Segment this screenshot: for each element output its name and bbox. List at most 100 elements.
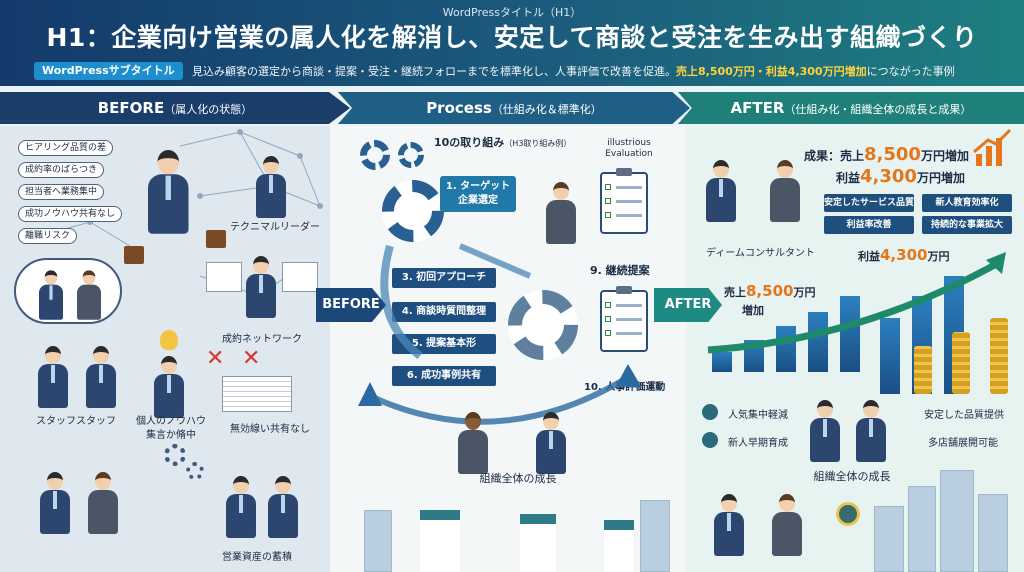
documents-icon: [206, 262, 242, 292]
evaluation-label: illustrious Evaluation: [594, 138, 664, 160]
after-highfive-person-1: [714, 494, 744, 556]
briefcase-icon: [124, 246, 144, 264]
award-medal-icon: [836, 502, 860, 526]
subtitle-highlight: 売上8,500万円・利益4,300万円増加: [676, 65, 867, 78]
issue-pill-5: 離職リスク: [18, 228, 78, 244]
presenter-figure: [546, 182, 576, 244]
wordpress-title-label: WordPressタイトル（H1）: [442, 6, 582, 19]
results-title-2: 利益: [836, 171, 861, 185]
results-unit-2: 万円増加: [916, 171, 965, 185]
page-title: H1：企業向け営業の属人化を解消し、安定して商談と受注を生み出す組織づくり: [46, 23, 978, 52]
process-heading: 10の取り組み（H3取り組み例）: [434, 134, 571, 150]
sales-bar-1: [712, 352, 732, 372]
result-tag-2: 新人教育効率化: [922, 194, 1012, 212]
benefit-3: 安定した品質提供: [924, 410, 1004, 421]
profit-value: 4,300: [880, 246, 928, 264]
after-growth-label: 組織全体の成長: [813, 470, 891, 483]
stressed-salesperson: [148, 150, 189, 234]
documents-icon-2: [282, 262, 318, 292]
after-arrow-badge: AFTER: [654, 288, 722, 322]
phase-banner-after: AFTER（仕組み化・組織全体の成長と成果）: [678, 92, 1024, 124]
gear-icon-before-2: [186, 462, 204, 480]
assets-label: 営業資産の蓄積: [222, 552, 292, 563]
building-6: [640, 500, 670, 572]
highfive-person-2: [88, 472, 118, 534]
phase-before-sub: （属人化の状態）: [164, 103, 253, 116]
shop-icon-2: [520, 514, 556, 572]
coin-stack-3: [990, 318, 1008, 394]
network-person: [246, 256, 276, 318]
results-title-1: 成果：売上: [804, 149, 865, 163]
subtitle-main: 見込み顧客の選定から商談・提案・受注・継続フォローまでを標準化し、人事評価で改善…: [192, 65, 676, 78]
phase-banner-process: Process（仕組み化＆標準化）: [338, 92, 690, 124]
gear-icon-large: [382, 180, 444, 242]
subtitle-text: 見込み顧客の選定から商談・提案・受注・継続フォローまでを標準化し、人事評価で改善…: [192, 63, 955, 79]
profit-label: 利益: [858, 250, 880, 263]
after-growth-person-1: [810, 400, 840, 462]
building-4: [978, 494, 1008, 572]
results-line-2: 利益4,300万円増加: [836, 166, 965, 187]
building-3: [940, 470, 974, 572]
phase-after-label: AFTER: [730, 99, 785, 117]
technical-leader-figure: [256, 156, 286, 218]
network-label: 成約ネットワーク: [222, 334, 302, 345]
process-step-1: 1. ターゲット 企業選定: [440, 176, 516, 212]
issue-pill-1: ヒアリング品質の差: [18, 140, 114, 156]
benefit-4: 多店舗展開可能: [928, 438, 998, 449]
evaluation-label-1: illustrious: [607, 138, 651, 148]
sales-value: 8,500: [746, 282, 794, 300]
profit-callout: 利益4,300万円: [858, 246, 949, 264]
growth-arrow: [707, 252, 1006, 354]
briefcase-icon-2: [206, 230, 226, 248]
process-step-1-text: 1. ターゲット 企業選定: [445, 181, 511, 206]
highfive-person-1: [40, 472, 70, 534]
building-2: [908, 486, 936, 572]
before-arrow-badge: BEFORE: [316, 288, 386, 322]
no-share-label: 無効線い共有なし: [230, 424, 310, 435]
highfive-person-4: [268, 476, 298, 538]
result-tag-3: 利益率改善: [824, 216, 914, 234]
gear-icon-center: [508, 290, 578, 360]
paper-pile-icon: [222, 376, 292, 412]
consultant-person-1: [706, 160, 736, 222]
sales-callout: 売上8,500万円: [724, 282, 815, 300]
profit-bar-1: [880, 318, 900, 394]
benefit-icon-2: [702, 432, 718, 448]
staff-person-1: [38, 346, 68, 408]
process-growth-label: 組織全体の成長: [479, 472, 557, 485]
staff-person-2: [86, 346, 116, 408]
gear-icon-small-2: [398, 142, 424, 168]
evaluation-label-2: Evaluation: [605, 149, 653, 159]
technical-leader-label: テクニマルリーダー: [230, 222, 320, 233]
after-highfive-person-2: [772, 494, 802, 556]
sales-bar-4: [808, 312, 828, 372]
header-banner: WordPressタイトル（H1） H1：企業向け営業の属人化を解消し、安定して…: [0, 0, 1024, 86]
staff-label: スタッフスタッフ: [36, 416, 116, 427]
sales-label-2: 増加: [742, 304, 764, 317]
phase-process-label: Process: [426, 99, 492, 117]
process-heading-sub: （H3取り組み例）: [504, 139, 572, 148]
result-tag-4: 持続的な事業拡大: [922, 216, 1012, 234]
process-step-6: 6. 成功事例共有: [392, 366, 496, 386]
sales-bar-5: [840, 296, 860, 372]
growth-person-1: [458, 412, 488, 474]
consultant-person-2: [770, 160, 800, 222]
phase-after-sub: （仕組み化・組織全体の成長と成果）: [784, 103, 972, 116]
checklist-clipboard: [600, 168, 648, 234]
team-label: ディームコンサルタント: [706, 248, 815, 259]
process-step-10: 10. 人事評価運動: [584, 382, 666, 393]
highfive-person-3: [226, 476, 256, 538]
benefit-icon-1: [702, 404, 718, 420]
growth-person-2: [536, 412, 566, 474]
shop-icon-3: [604, 520, 634, 572]
lightbulb-icon: [160, 330, 178, 350]
cross-icon-2: ✕: [242, 346, 261, 371]
meeting-bubble: [14, 258, 122, 324]
sales-unit: 万円: [793, 286, 816, 299]
evaluation-clipboard: [600, 286, 648, 352]
phase-before-label: BEFORE: [97, 99, 165, 117]
process-heading-main: 10の取り組み: [434, 136, 505, 149]
subtitle-tail: につながった事例: [866, 65, 955, 78]
profit-unit: 万円: [927, 250, 950, 263]
results-value-2: 4,300: [860, 166, 917, 187]
